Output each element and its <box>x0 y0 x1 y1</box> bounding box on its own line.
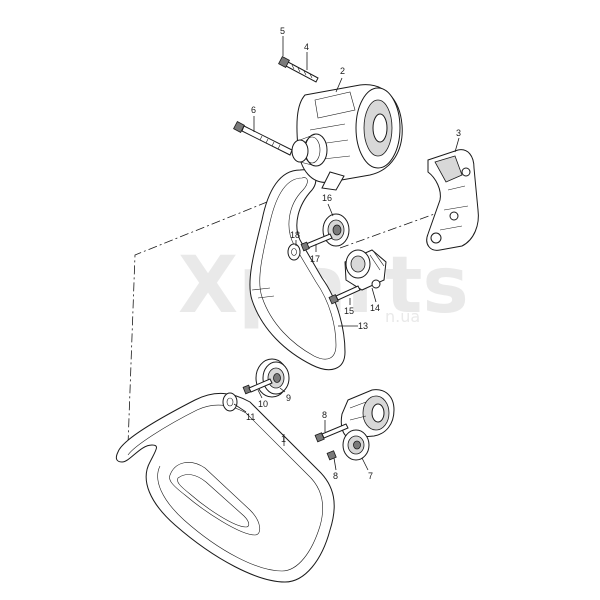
watermark-subtext: n.ua <box>385 307 420 326</box>
bolt-8-upper <box>314 423 349 443</box>
callout-15: 15 <box>344 306 354 316</box>
callout-9: 9 <box>286 393 291 403</box>
bolt-4 <box>285 61 319 83</box>
bolt-10 <box>242 378 273 395</box>
bracket-3 <box>426 149 479 251</box>
ribbed-belt-1 <box>115 393 335 583</box>
callout-11: 11 <box>246 412 255 422</box>
washer-11 <box>222 392 238 412</box>
nut-5 <box>278 56 290 68</box>
callout-13: 13 <box>358 321 368 331</box>
leader-lines <box>233 36 460 471</box>
callout-4: 4 <box>304 42 309 52</box>
bolt-6 <box>233 121 293 156</box>
bolt-15 <box>328 285 361 305</box>
tensioner-14 <box>344 249 387 291</box>
callout-8-upper: 8 <box>322 410 327 420</box>
tensioner-7 <box>340 389 395 461</box>
callout-2: 2 <box>340 66 345 76</box>
callout-10: 10 <box>258 399 268 409</box>
callout-14: 14 <box>370 303 380 313</box>
callout-6: 6 <box>251 105 256 115</box>
callout-5: 5 <box>280 26 285 36</box>
callout-1: 1 <box>281 434 286 444</box>
ribbed-belt-13 <box>249 169 346 371</box>
callout-17: 17 <box>310 254 320 264</box>
callout-18: 18 <box>290 230 300 240</box>
alternator-2 <box>291 84 403 191</box>
washer-18 <box>287 243 301 261</box>
bolt-17 <box>300 233 333 252</box>
callout-8-lower: 8 <box>333 471 338 481</box>
bolt-8-lower <box>326 450 337 461</box>
callout-7: 7 <box>368 471 373 481</box>
callout-3: 3 <box>456 128 461 138</box>
idler-pulley-16 <box>322 213 350 247</box>
idler-pulley-9 <box>255 358 290 398</box>
callout-labels: 5 4 2 6 3 16 18 17 15 14 13 10 9 11 1 8 … <box>246 26 461 481</box>
callout-16: 16 <box>322 193 332 203</box>
